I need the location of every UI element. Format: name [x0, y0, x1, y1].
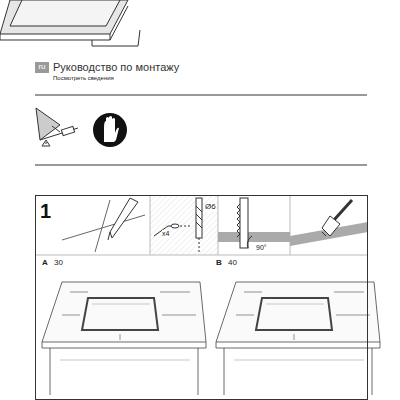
worktop-cutout-drawing: [42, 282, 206, 395]
rule: [35, 94, 367, 96]
language-badge: ru: [35, 62, 49, 73]
variant-letter: A: [42, 259, 48, 268]
step-frame: 1: [35, 195, 368, 400]
power-disconnect-icon: [36, 108, 78, 146]
dimension-label: 30: [54, 259, 63, 268]
dimension-label: 40: [228, 259, 237, 268]
gloves-icon: [93, 113, 127, 147]
variant-letter: B: [216, 259, 222, 268]
manual-title: Руководство по монтажу: [53, 61, 179, 73]
step-panels: [35, 196, 368, 255]
quantity-label: x4: [162, 230, 169, 238]
rule: [35, 164, 367, 166]
angle-label: 90°: [256, 244, 267, 252]
diameter-label: Ø6: [205, 203, 216, 212]
language-code: ru: [36, 63, 48, 72]
subtitle: Посмотреть сведения: [53, 75, 114, 82]
hob-drawing: [0, 0, 140, 46]
step-number: 1: [40, 200, 363, 222]
